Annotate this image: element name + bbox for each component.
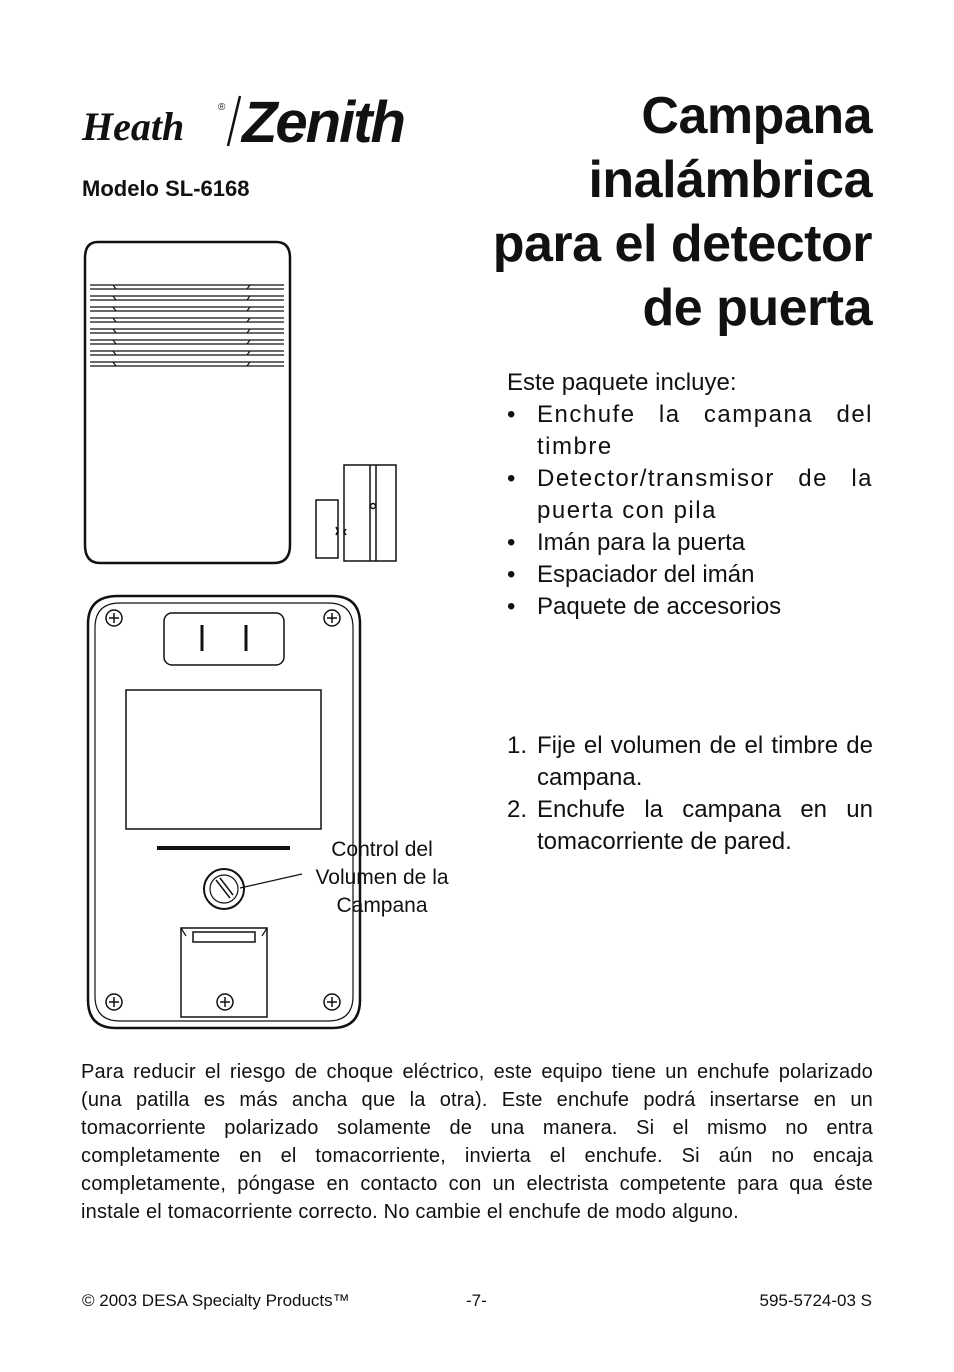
chime-back-drawing bbox=[86, 594, 362, 1030]
page-title: Campana inalámbrica para el detector de … bbox=[442, 84, 873, 340]
title-line: de puerta bbox=[642, 279, 872, 337]
step-item: 2.Enchufe la campana en un tomacorriente… bbox=[507, 796, 873, 855]
package-heading: Este paquete incluye: bbox=[507, 369, 737, 396]
list-item: •Detector/transmisor de la puerta con pi… bbox=[507, 465, 873, 524]
logo-divider bbox=[226, 95, 242, 147]
logo-heath-wordmark: Heath bbox=[81, 104, 184, 149]
setup-steps: 1.Fije el volumen de el timbre de campan… bbox=[507, 730, 873, 858]
page-number: -7- bbox=[466, 1291, 487, 1310]
svg-text:Heath: Heath bbox=[81, 104, 184, 149]
volume-control-callout: Control del Volumen de la Campana bbox=[315, 838, 449, 917]
title-line: Campana bbox=[641, 87, 872, 145]
list-item: •Espaciador del imán bbox=[507, 561, 755, 588]
door-detector-drawing bbox=[343, 464, 397, 562]
list-item: •Enchufe la campana del timbre bbox=[507, 401, 873, 460]
svg-text:Zenith: Zenith bbox=[240, 90, 404, 150]
logo-zenith-wordmark: Zenith bbox=[240, 90, 406, 150]
polarized-plug-warning: Para reducir el riesgo de choque eléctri… bbox=[81, 1061, 873, 1223]
step-item: 1.Fije el volumen de el timbre de campan… bbox=[507, 732, 873, 791]
title-line: para el detector bbox=[492, 215, 873, 273]
chime-front-drawing bbox=[83, 240, 292, 565]
svg-text:®: ® bbox=[218, 102, 226, 113]
heath-zenith-logo: Heath ® Zenith bbox=[81, 90, 406, 150]
model-number: Modelo SL-6168 bbox=[82, 176, 250, 201]
list-item: •Imán para la puerta bbox=[507, 529, 746, 556]
package-contents: Este paquete incluye: •Enchufe la campan… bbox=[507, 367, 873, 623]
list-item: •Paquete de accesorios bbox=[507, 593, 782, 620]
magnet-drawing bbox=[315, 499, 347, 559]
title-line: inalámbrica bbox=[588, 151, 872, 209]
document-number: 595-5724-03 S bbox=[759, 1291, 872, 1310]
copyright: © 2003 DESA Specialty Products™ bbox=[82, 1291, 350, 1310]
